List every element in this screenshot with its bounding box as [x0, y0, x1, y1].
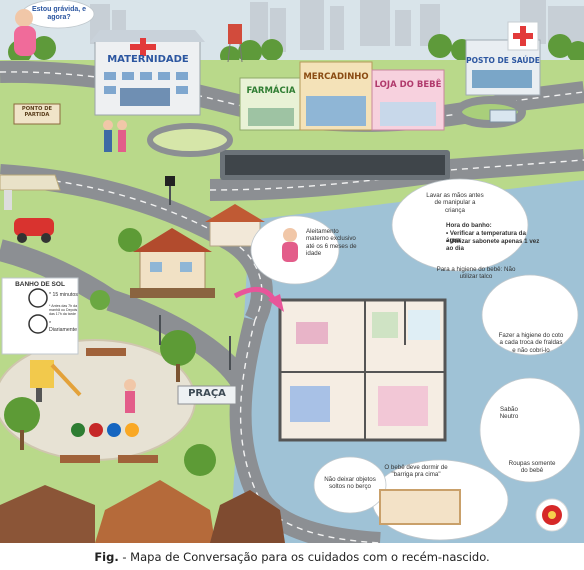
maternity-sign: MATERNIDADE [107, 54, 189, 65]
bath-time-title: Hora do banho: [446, 222, 492, 229]
bottom-rooftops [0, 480, 285, 543]
praca-sign: PRAÇA [188, 388, 226, 399]
health-post [465, 21, 541, 96]
clock-icon [28, 314, 48, 334]
houses [130, 204, 265, 298]
bus-stop [489, 109, 517, 123]
neutral-soap-label: Sabão Neutro [499, 406, 519, 421]
map-illustration [0, 0, 584, 543]
bath-time-item-1: • Verificar a temperatura da água [446, 230, 526, 245]
traffic-light [165, 176, 175, 186]
start-sign-board [13, 103, 61, 125]
hygiene-bubble: Para a higiene do bebê: Não utilizar tal… [436, 266, 516, 281]
health-post-sign: POSTO DE SAÚDE [466, 56, 540, 65]
baby-store-sign: LOJA DO BEBÊ [374, 80, 442, 90]
water-tower [227, 24, 243, 63]
people [14, 9, 298, 413]
crib-objects-bubble: Não deixar objetos soltos no berço [324, 476, 376, 491]
ring-island [147, 123, 233, 157]
conversation-map: Estou grávida, e agora? MATERNIDADE FARM… [0, 0, 584, 543]
maternity-building [90, 30, 205, 116]
start-point-sign: PONTO DE PARTIDA [21, 106, 53, 119]
logo-seal-icon [535, 498, 569, 532]
sleep-position-bubble: O bebê deve dormir de "barriga pra cima" [384, 464, 448, 479]
sun-bath-line-1: * 15 minutos [49, 292, 78, 298]
baby-clothes-label: Roupas somente do bebê [508, 460, 556, 475]
gas-station [0, 174, 61, 243]
umbilical-bubble: Fazer a higiene do coto a cada troca de … [498, 332, 564, 354]
praca-sign-board [177, 385, 237, 405]
house-floorplan [278, 298, 447, 442]
sun-bath-line-2: * Antes das 7h da manhã ou Depois das 17… [49, 304, 78, 317]
caption-label: Fig. [94, 550, 119, 564]
pregnant-speech: Estou grávida, e agora? [31, 6, 87, 21]
caption-text: - Mapa de Conversação para os cuidados c… [118, 550, 490, 564]
market-sign: MERCADINHO [303, 72, 369, 82]
sun-bath-line-3: * Diariamente [49, 321, 77, 333]
bath-time-item-2: • Utilizar sabonete apenas 1 vez ao dia [446, 238, 540, 253]
plaza-trees [4, 228, 216, 476]
shop-row [239, 61, 445, 131]
wash-hands-bubble: Lavar as mãos antes de manipular a crian… [426, 192, 484, 214]
breastfeeding-bubble: Aleitamento materno exclusivo até os 6 m… [306, 228, 357, 257]
crib [379, 489, 461, 525]
pharmacy-sign: FARMÁCIA [246, 86, 296, 96]
figure-caption: Fig. - Mapa de Conversação para os cuida… [0, 546, 584, 570]
pink-arrow-head [268, 294, 284, 312]
sun-bath-title: BANHO DE SOL [15, 281, 65, 288]
tunnel-opening [225, 155, 445, 175]
clock-icon [28, 288, 48, 308]
